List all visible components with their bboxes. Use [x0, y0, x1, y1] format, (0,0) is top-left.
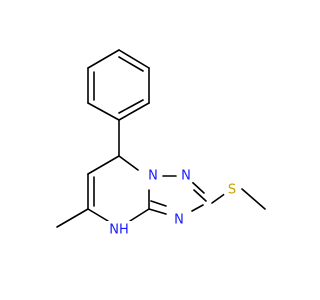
label-background — [170, 211, 188, 229]
molecule-structure: N N N NH S — [56, 49, 266, 239]
bond — [118, 155, 139, 171]
atom-n1: N — [148, 169, 158, 184]
bond — [150, 200, 167, 207]
bond — [129, 208, 150, 222]
bond — [191, 204, 204, 212]
label-background — [104, 221, 134, 239]
label-background — [177, 167, 195, 185]
bond — [87, 49, 120, 69]
bond — [87, 102, 120, 121]
fused-ring-bonds — [56, 119, 266, 228]
atom-s: S — [228, 183, 236, 198]
bond — [193, 189, 207, 202]
bond — [241, 188, 266, 210]
label-background — [144, 167, 162, 185]
bond — [118, 49, 150, 69]
bond — [87, 155, 120, 175]
atom-nh: NH — [109, 223, 129, 238]
phenyl-ring — [87, 49, 150, 121]
bond — [118, 56, 144, 72]
bond — [148, 208, 167, 215]
bond — [56, 208, 89, 228]
atom-n2: N — [181, 169, 191, 184]
bond — [211, 192, 227, 204]
bond — [87, 208, 109, 222]
atom-n3: N — [174, 213, 184, 228]
bond — [118, 102, 150, 121]
atom-labels: N N N NH S — [104, 167, 241, 239]
bond — [190, 180, 205, 194]
bond — [118, 99, 144, 114]
label-background — [223, 181, 241, 199]
